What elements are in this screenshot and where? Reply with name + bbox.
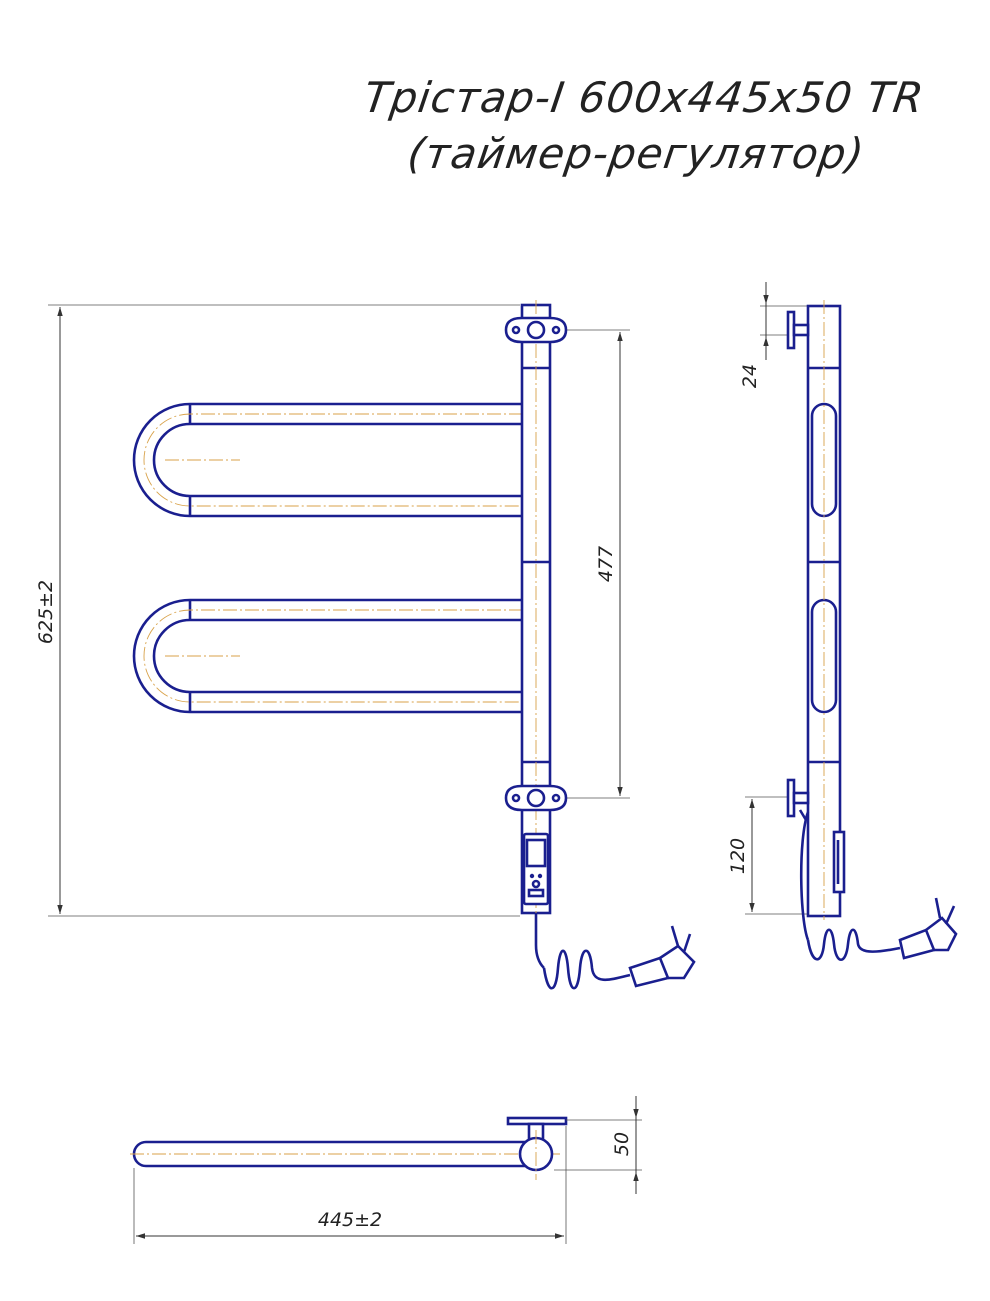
timer-regulator-panel [522,832,550,906]
side-collector [806,300,842,920]
overall-width-label: 445±2 [318,1209,382,1231]
top-offset-label: 24 [739,364,761,388]
side-bottom-mount [786,778,810,821]
overall-width-dimension: 445±2 [133,1126,567,1244]
top-mount-bracket [504,316,568,344]
bottom-mount-bracket [504,784,568,812]
upper-u-loop [132,402,523,518]
side-timer-module [832,830,846,894]
depth-label: 50 [611,1132,633,1156]
overall-height-dimension: 625±2 [35,304,520,917]
vertical-collector [520,300,552,920]
top-view: 50 445±2 [130,1096,642,1244]
mount-spacing-dimension: 477 [556,329,630,799]
top-view-arm [130,1140,560,1168]
depth-dimension: 50 [554,1096,642,1194]
bottom-offset-dimension: 120 [727,796,808,915]
lower-u-loop [132,598,523,714]
top-offset-dimension: 24 [739,282,808,388]
side-top-mount [786,310,810,350]
mount-spacing-label: 477 [595,546,617,582]
bottom-offset-label: 120 [727,838,749,874]
power-cord-front [534,913,696,990]
power-cord-side [799,811,958,962]
side-view: 24 120 [727,282,958,962]
overall-height-label: 625±2 [35,580,57,644]
front-view: 625±2 477 [35,300,696,990]
